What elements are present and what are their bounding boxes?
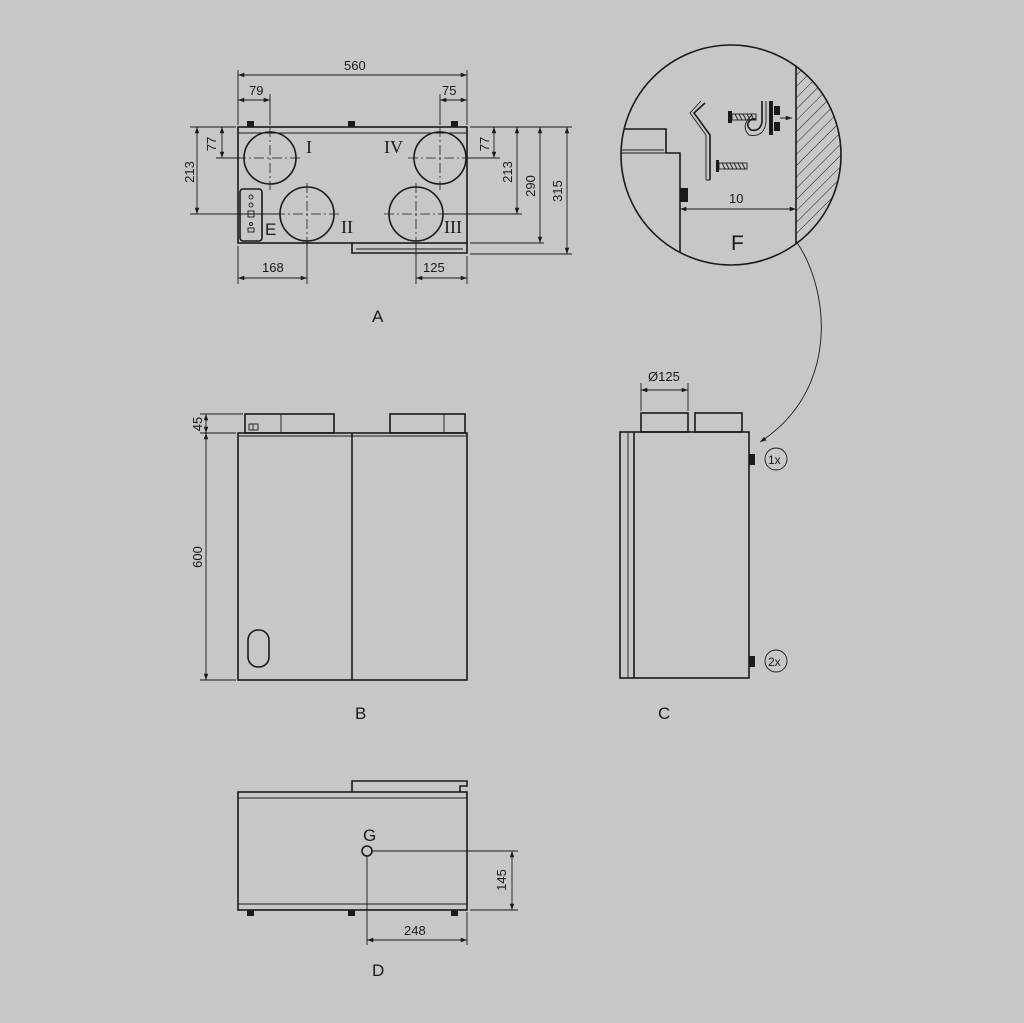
view-a-top: I IV II III E 560 79 75 213 77 [182, 58, 572, 326]
dim-560: 560 [344, 58, 366, 73]
view-c-side: Ø125 1x 2x C [619, 369, 788, 723]
port-label-iv: IV [384, 137, 403, 157]
dim-diameter-125: Ø125 [648, 369, 680, 384]
view-b-front: 45 600 B [190, 413, 468, 723]
callout-2x: 2x [768, 655, 781, 669]
dim-right-213: 213 [500, 161, 515, 183]
detail-f: 10 F [620, 44, 842, 443]
label-e: E [265, 220, 276, 239]
drain-hole-g [361, 845, 373, 857]
view-label-f: F [731, 232, 744, 255]
view-label-a: A [372, 307, 384, 326]
dim-left-213: 213 [182, 161, 197, 183]
dim-left-77: 77 [204, 137, 219, 151]
port-label-ii: II [341, 217, 353, 237]
dim-right-290: 290 [523, 175, 538, 197]
detail-leader [759, 240, 822, 443]
dim-248: 248 [404, 923, 426, 938]
dim-145: 145 [494, 869, 509, 891]
dim-right-77: 77 [477, 137, 492, 151]
label-g: G [363, 826, 376, 845]
view-label-b: B [355, 704, 366, 723]
dim-168: 168 [262, 260, 284, 275]
dim-125: 125 [423, 260, 445, 275]
control-panel [239, 188, 263, 242]
dim-600: 600 [190, 546, 205, 568]
view-d-bottom: G 145 248 D [237, 780, 518, 980]
drain-oval [247, 629, 270, 668]
view-label-c: C [658, 704, 670, 723]
view-label-d: D [372, 961, 384, 980]
dim-79: 79 [249, 83, 263, 98]
view-c-housing [619, 431, 750, 679]
port-label-i: I [306, 137, 312, 157]
dim-right-315: 315 [550, 180, 565, 202]
port-label-iii: III [444, 217, 462, 237]
callout-1x: 1x [768, 453, 781, 467]
dim-wall-10: 10 [729, 191, 743, 206]
dim-75: 75 [442, 83, 456, 98]
dim-45: 45 [190, 417, 205, 431]
detail-circle [620, 44, 842, 266]
